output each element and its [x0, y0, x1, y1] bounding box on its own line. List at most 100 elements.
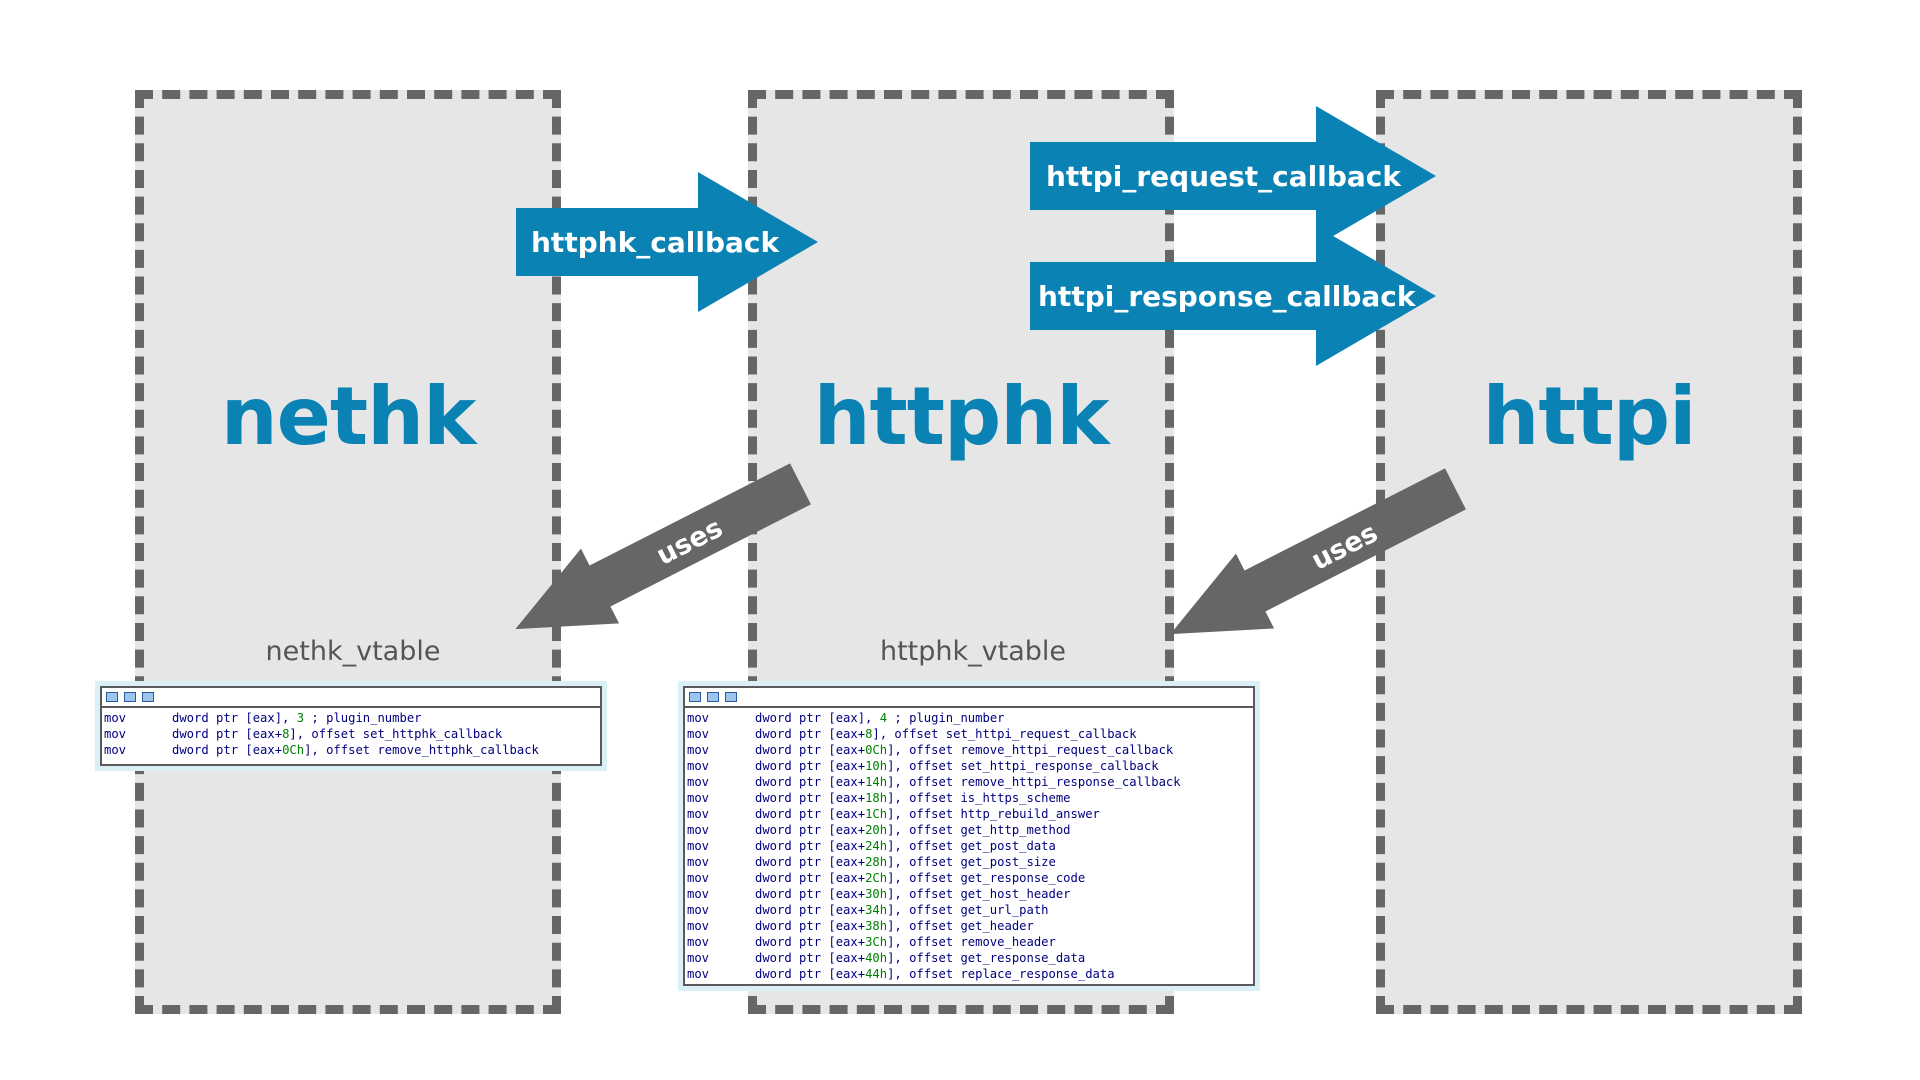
code-tail: ], offset http_rebuild_answer	[887, 807, 1100, 821]
code-number: 8	[282, 727, 290, 741]
code-tail: ], offset get_host_header	[887, 887, 1071, 901]
code-number: 8	[865, 727, 873, 741]
code-operand: dword ptr [eax+	[755, 855, 866, 869]
code-mnemonic: mov	[687, 839, 710, 853]
module-title-httphk: httphk	[813, 370, 1110, 463]
code-tail: ], offset set_httpi_response_callback	[887, 759, 1159, 773]
code-number: 38h	[865, 919, 888, 933]
code-line: mov dword ptr [eax+0Ch], offset remove_ht…	[104, 742, 600, 758]
image-icon[interactable]	[725, 692, 737, 702]
code-tail: ], offset get_post_data	[887, 839, 1056, 853]
code-line: mov dword ptr [eax+20h], offset get_http_…	[687, 822, 1253, 838]
code-tail: ], offset remove_httpi_response_callback	[887, 775, 1181, 789]
arrow-httpi-response-callback: httpi_response_callback	[1030, 226, 1436, 366]
chart-icon[interactable]	[124, 692, 136, 702]
code-tail: ], offset remove_header	[887, 935, 1056, 949]
code-mnemonic: mov	[687, 791, 710, 805]
code-tail: ], offset replace_response_data	[887, 967, 1115, 981]
arrow-httpi-response-callback-label: httpi_response_callback	[1038, 280, 1417, 313]
code-tail: ], offset set_httphk_callback	[289, 727, 503, 741]
graph-view-icon[interactable]	[106, 692, 118, 702]
code-operand: dword ptr [eax+	[172, 727, 283, 741]
code-mnemonic: mov	[687, 903, 710, 917]
code-tail: ; plugin_number	[887, 711, 1005, 725]
vtable-label-httphk: httphk_vtable	[879, 636, 1067, 667]
code-number: 14h	[865, 775, 888, 789]
code-mnemonic: mov	[104, 743, 127, 757]
arrow-httpi-response-callback-shape	[1030, 226, 1436, 366]
code-number: 1Ch	[865, 807, 888, 821]
code-line: mov dword ptr [eax+24h], offset get_post_…	[687, 838, 1253, 854]
code-mnemonic: mov	[687, 743, 710, 757]
code-operand: dword ptr [eax+	[755, 823, 866, 837]
graph-view-icon[interactable]	[689, 692, 701, 702]
code-mnemonic: mov	[687, 919, 710, 933]
code-number: 44h	[865, 967, 888, 981]
code-line: mov dword ptr [eax+38h], offset get_heade…	[687, 918, 1253, 934]
code-operand: dword ptr [eax+	[172, 743, 283, 757]
code-number: 3Ch	[865, 935, 888, 949]
code-number: 24h	[865, 839, 888, 853]
code-tail: ], offset get_header	[887, 919, 1034, 933]
code-mnemonic: mov	[687, 759, 710, 773]
code-mnemonic: mov	[687, 807, 710, 821]
code-number: 28h	[865, 855, 888, 869]
code-operand: dword ptr [eax+	[755, 887, 866, 901]
code-number: 20h	[865, 823, 888, 837]
image-icon[interactable]	[142, 692, 154, 702]
code-operand: dword ptr [eax+	[755, 759, 866, 773]
code-number: 10h	[865, 759, 888, 773]
chart-icon[interactable]	[707, 692, 719, 702]
arrow-uses-right-shape	[1170, 468, 1466, 635]
code-operand: dword ptr [eax+	[755, 839, 866, 853]
code-operand: dword ptr [eax],	[755, 711, 880, 725]
code-operand: dword ptr [eax+	[755, 775, 866, 789]
code-mnemonic: mov	[687, 935, 710, 949]
code-number: 30h	[865, 887, 888, 901]
arrow-uses-right: uses	[1170, 468, 1466, 635]
code-tail: ], offset set_httpi_request_callback	[872, 727, 1137, 741]
code-operand: dword ptr [eax+	[755, 919, 866, 933]
module-box-nethk	[135, 90, 561, 1014]
code-operand: dword ptr [eax],	[172, 711, 297, 725]
module-title-httpi: httpi	[1482, 370, 1696, 463]
code-mnemonic: mov	[687, 871, 710, 885]
code-mnemonic: mov	[687, 823, 710, 837]
code-line: mov dword ptr [eax+8], offset set_httpi_r…	[687, 726, 1253, 742]
code-operand: dword ptr [eax+	[755, 967, 866, 981]
code-tail: ], offset get_url_path	[887, 903, 1049, 917]
arrow-httpi-request-callback-label: httpi_request_callback	[1046, 160, 1402, 193]
code-operand: dword ptr [eax+	[755, 727, 866, 741]
code-tail: ], offset is_https_scheme	[887, 791, 1071, 805]
code-tail: ], offset remove_httphk_callback	[304, 743, 539, 757]
code-operand: dword ptr [eax+	[755, 935, 866, 949]
code-mnemonic: mov	[687, 727, 710, 741]
code-operand: dword ptr [eax+	[755, 743, 866, 757]
code-mnemonic: mov	[687, 711, 710, 725]
code-number: 0Ch	[282, 743, 305, 757]
arrow-httphk-callback: httphk_callback	[516, 172, 818, 312]
code-mnemonic: mov	[104, 711, 127, 725]
code-tail: ], offset get_http_method	[887, 823, 1071, 837]
code-mnemonic: mov	[687, 951, 710, 965]
code-tail: ], offset get_response_data	[887, 951, 1086, 965]
code-number: 3	[296, 711, 305, 725]
code-number: 2Ch	[865, 871, 888, 885]
